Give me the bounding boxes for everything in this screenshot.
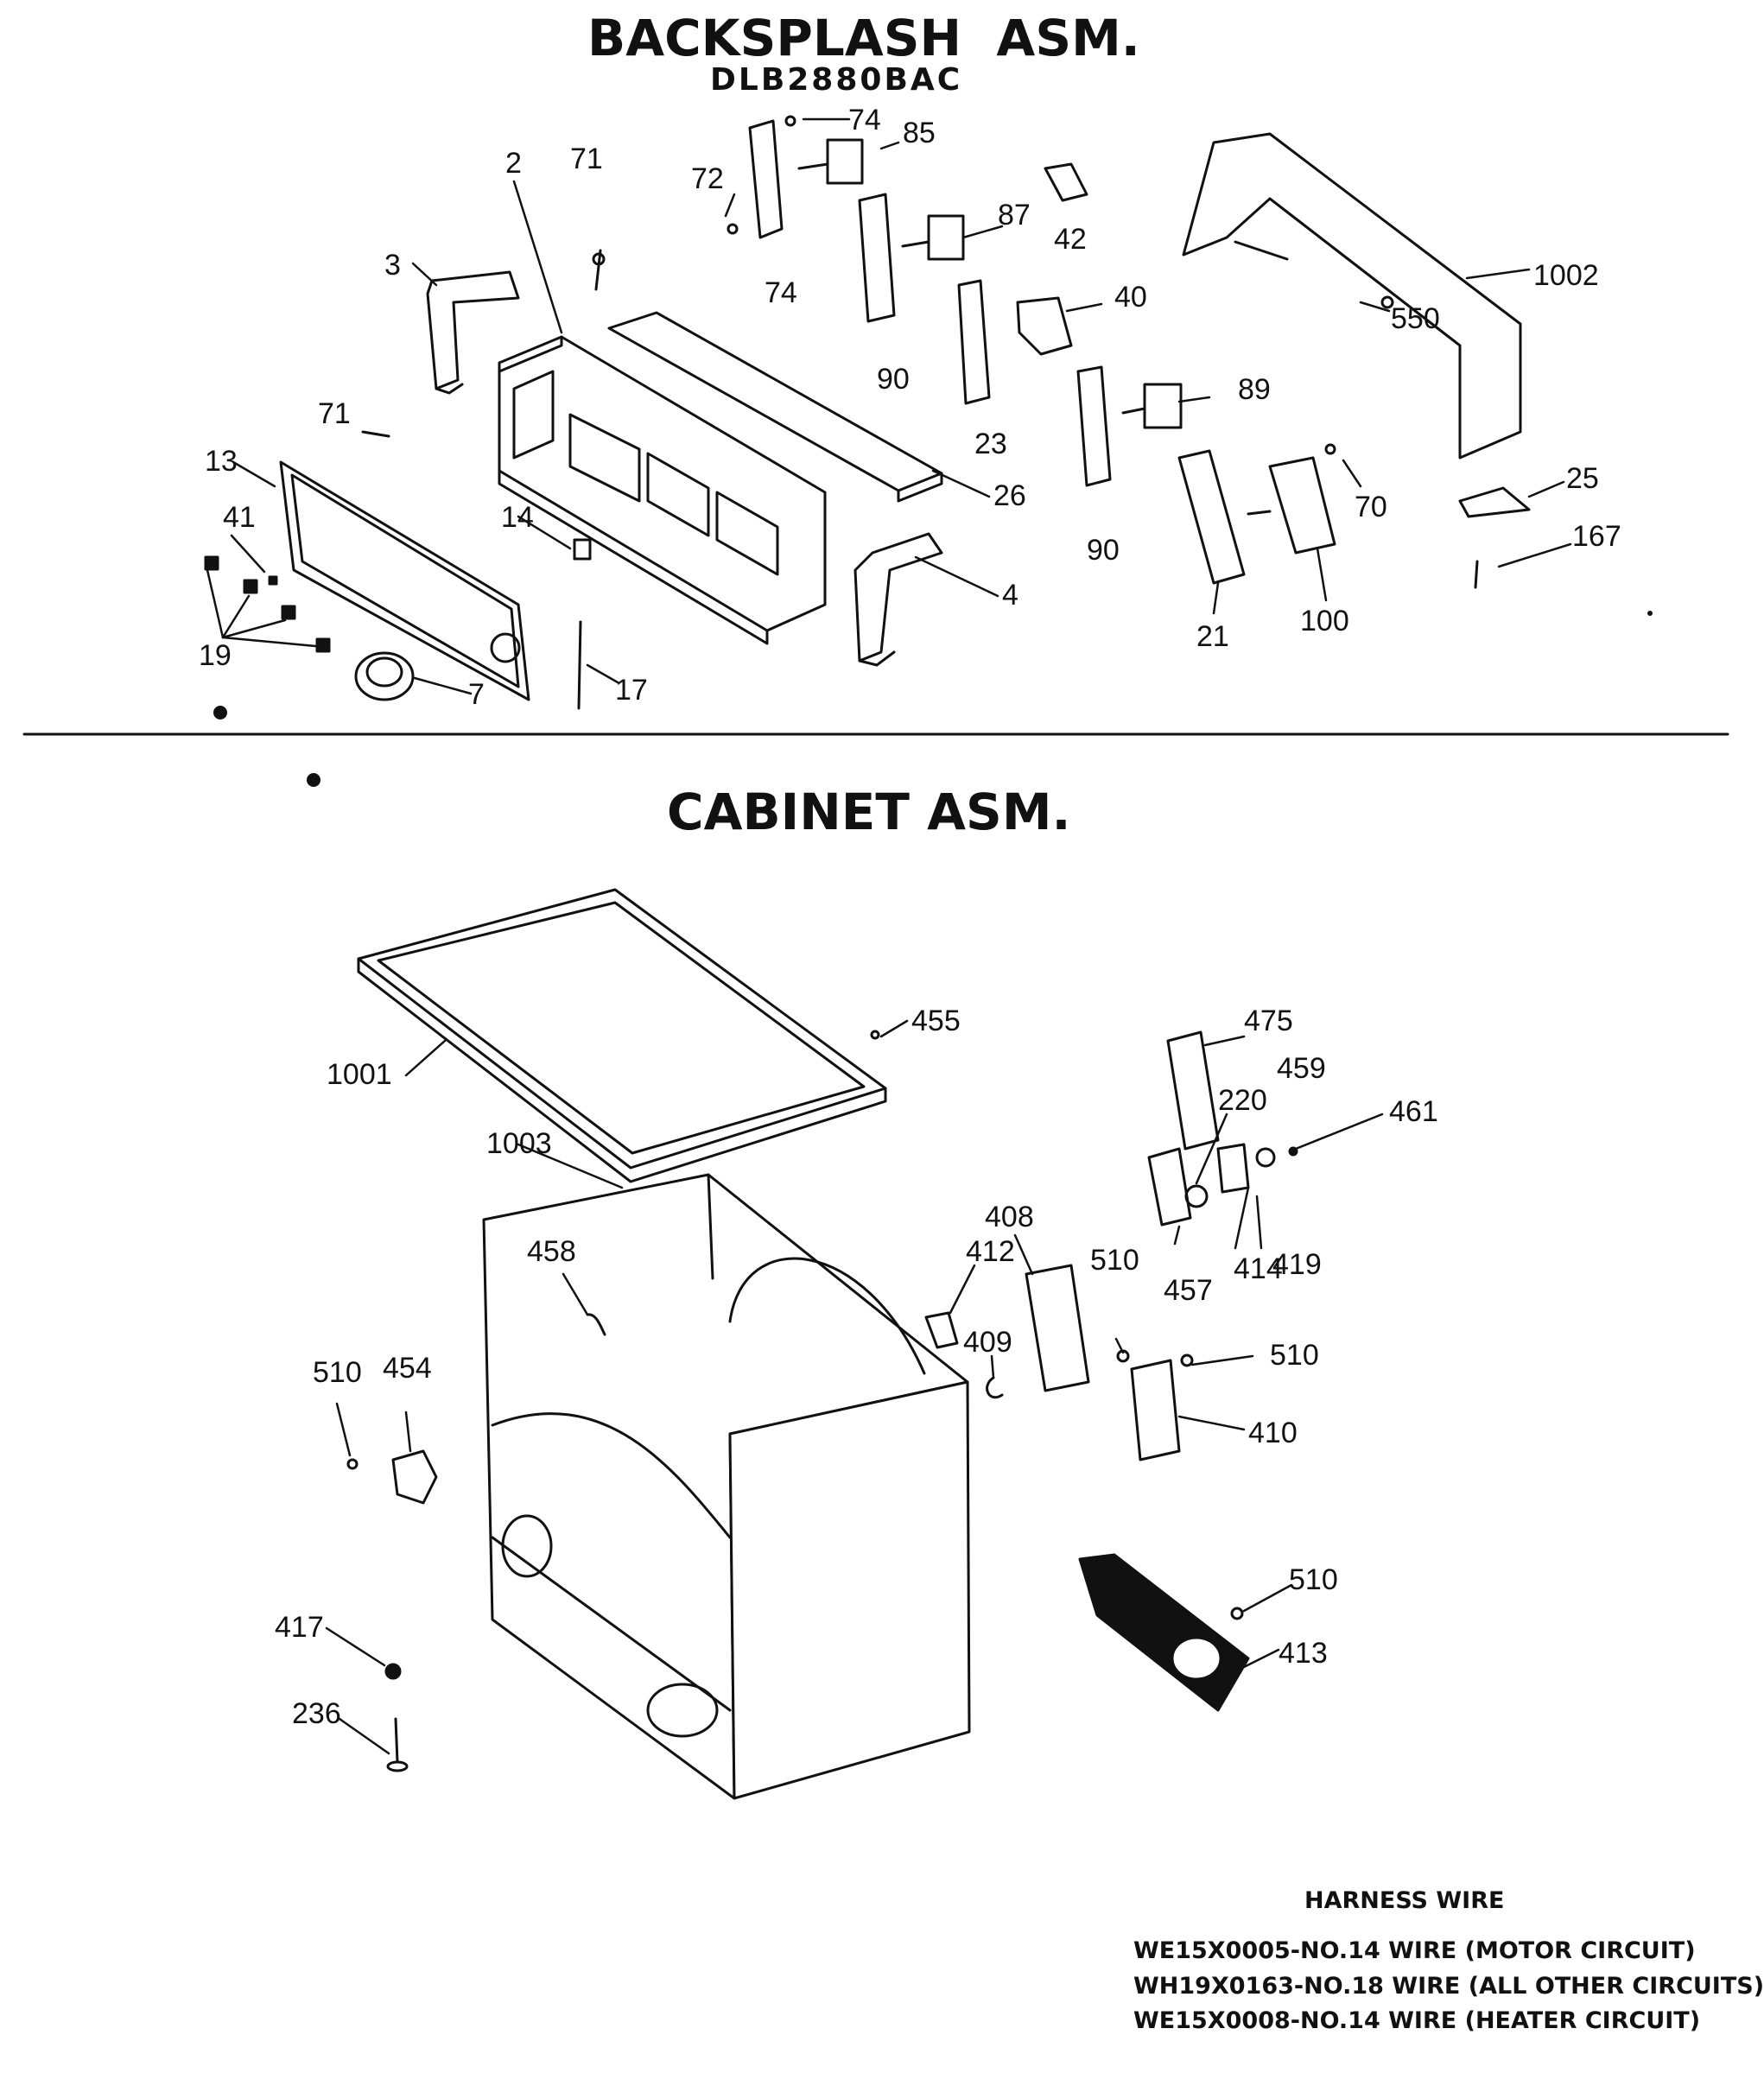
backsplash-part-label-23: 100 [1300, 605, 1349, 637]
backsplash-part-label-4: 2 [505, 147, 522, 180]
backsplash-part-label-28: 7 [468, 678, 485, 711]
part-hinge [1458, 486, 1531, 518]
part-front-bezel [279, 460, 530, 701]
backsplash-part-label-24: 4 [1002, 579, 1018, 612]
cabinet-part-label-12: 414 [1234, 1252, 1283, 1285]
backsplash-part-label-1: 85 [903, 117, 936, 149]
part-hardware [361, 115, 1479, 710]
cabinet-part-label-6: 1003 [486, 1127, 552, 1160]
stray-dots [213, 611, 1653, 787]
part-toe-panel [1078, 1553, 1250, 1712]
cabinet-part-label-5: 461 [1389, 1095, 1438, 1128]
harness-heading: HARNESS WIRE [1304, 1887, 1505, 1914]
backsplash-model: DLB2880BAC [710, 62, 963, 98]
cabinet-part-label-15: 510 [1270, 1339, 1319, 1372]
backsplash-part-label-25: 167 [1572, 520, 1621, 553]
backsplash-part-label-29: 17 [615, 674, 648, 707]
part-top-strip [607, 311, 943, 503]
part-terminal-blocks [924, 1264, 1181, 1461]
part-module [1016, 296, 1073, 356]
cabinet-title: CABINET ASM. [667, 783, 1071, 841]
cabinet-part-label-10: 510 [1090, 1244, 1139, 1277]
cabinet-part-label-4: 220 [1218, 1084, 1267, 1117]
leader-lines-cabinet [325, 1019, 1384, 1755]
backsplash-part-label-11: 40 [1114, 281, 1147, 314]
part-board [1177, 449, 1246, 585]
backsplash-part-label-26: 19 [199, 639, 232, 672]
cabinet-part-label-14: 409 [963, 1326, 1012, 1359]
part-knob [354, 651, 415, 701]
backsplash-part-label-10: 90 [877, 363, 910, 396]
backsplash-title: BACKSPLASH ASM. [587, 9, 1140, 67]
backsplash-part-label-21: 41 [223, 501, 256, 534]
backsplash-part-label-3: 72 [691, 162, 724, 195]
backsplash-part-label-15: 71 [318, 397, 351, 430]
cabinet-part-label-9: 412 [966, 1235, 1015, 1268]
backsplash-part-label-17: 13 [205, 445, 238, 478]
leader-lines-backsplash [206, 117, 1572, 695]
part-timer [1247, 456, 1336, 555]
cabinet-part-label-21: 413 [1279, 1637, 1328, 1670]
cabinet-part-label-17: 510 [313, 1356, 362, 1389]
backsplash-part-label-5: 87 [998, 199, 1031, 231]
part-end-cap-left [426, 270, 520, 395]
cabinet-part-labels: 455 475 1001 459 220 461 1003 408 458 412 510 457 41… [275, 1005, 1438, 1730]
backsplash-part-label-9: 74 [765, 276, 797, 309]
backsplash-part-label-13: 23 [974, 428, 1007, 460]
cabinet-part-label-7: 408 [985, 1201, 1034, 1233]
backsplash-part-label-16: 26 [993, 479, 1026, 512]
backsplash-part-label-6: 42 [1054, 223, 1087, 256]
part-buttons [204, 555, 331, 653]
backsplash-part-label-19: 70 [1355, 491, 1387, 523]
part-door-switch [391, 1449, 438, 1505]
backsplash-part-label-2: 71 [570, 143, 603, 175]
backsplash-part-label-22: 14 [501, 501, 534, 534]
cabinet-part-label-16: 454 [383, 1352, 432, 1385]
cabinet-part-label-2: 1001 [327, 1058, 392, 1091]
cabinet-part-label-8: 458 [527, 1235, 576, 1268]
part-end-cap-right [853, 532, 943, 667]
harness-line-2: WH19X0163-NO.18 WIRE (ALL OTHER CIRCUITS… [1133, 1973, 1764, 2000]
backsplash-part-label-27: 21 [1196, 620, 1229, 653]
harness-line-3: WE15X0008-NO.14 WIRE (HEATER CIRCUIT) [1133, 2007, 1701, 2034]
backsplash-part-label-14: 89 [1238, 373, 1271, 406]
cabinet-part-label-1: 475 [1244, 1005, 1293, 1037]
harness-line-1: WE15X0005-NO.14 WIRE (MOTOR CIRCUIT) [1133, 1937, 1696, 1964]
cabinet-part-label-20: 417 [275, 1611, 324, 1644]
backsplash-part-label-18: 90 [1087, 534, 1120, 567]
part-brackets [748, 119, 1112, 487]
backsplash-part-label-12: 550 [1391, 302, 1440, 335]
part-control-panel [498, 335, 827, 645]
backsplash-part-label-0: 74 [848, 104, 881, 136]
part-back-guard [1182, 132, 1522, 460]
cabinet-part-label-0: 455 [911, 1005, 961, 1037]
part-cabinet-hardware [346, 1030, 1244, 1772]
backsplash-part-label-8: 3 [384, 249, 401, 282]
part-clip [1044, 162, 1088, 202]
part-cabinet-box [482, 1173, 971, 1800]
backsplash-part-label-7: 1002 [1533, 259, 1599, 292]
part-switches [797, 138, 1183, 429]
part-cabinet-top [357, 888, 887, 1183]
cabinet-part-label-19: 510 [1289, 1563, 1338, 1596]
cabinet-part-label-3: 459 [1277, 1052, 1326, 1085]
backsplash-part-label-20: 25 [1566, 462, 1599, 495]
cabinet-part-label-18: 410 [1248, 1417, 1298, 1449]
cabinet-part-label-22: 236 [292, 1697, 341, 1730]
cabinet-part-label-13: 419 [1272, 1248, 1322, 1281]
cabinet-part-label-11: 457 [1164, 1274, 1213, 1307]
part-thermostat-bracket [1147, 1030, 1298, 1227]
